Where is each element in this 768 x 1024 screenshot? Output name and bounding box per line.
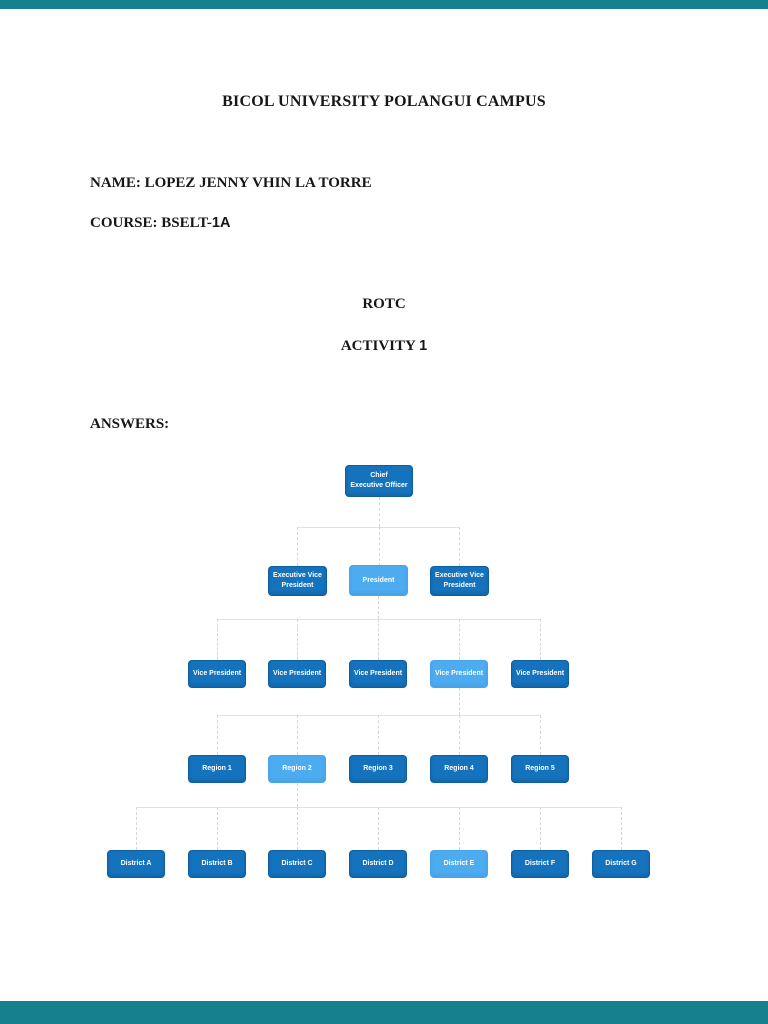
org-node-region-4: Region 4 [430, 755, 488, 783]
activity-title: ACTIVITY 1 [0, 338, 768, 355]
org-node-district-c: District C [268, 850, 326, 878]
org-node-chief-executive-officer: Chief Executive Officer [345, 465, 413, 497]
connector-level4-stub-3 [378, 715, 379, 755]
connector-level5-stub-7 [621, 807, 622, 850]
answers-label: ANSWERS: [90, 416, 170, 432]
connector-level2-bar [297, 527, 460, 528]
connector-level3-stub-3 [378, 619, 379, 660]
org-node-vice-president-5: Vice President [511, 660, 569, 688]
viewer-background-band-bottom [0, 1001, 768, 1024]
connector-ceo-down [379, 497, 380, 527]
connector-level5-stub-2 [217, 807, 218, 850]
viewer-background-band-top [0, 0, 768, 9]
connector-level4-stub-5 [540, 715, 541, 755]
connector-region2-down [297, 783, 298, 807]
org-node-region-1: Region 1 [188, 755, 246, 783]
course-line: COURSE: BSELT-1A [90, 215, 230, 232]
org-node-executive-vice-president-left: Executive Vice President [268, 566, 327, 596]
connector-level2-stub-2 [379, 527, 380, 566]
org-node-district-a: District A [107, 850, 165, 878]
org-node-region-5: Region 5 [511, 755, 569, 783]
connector-level2-stub-1 [297, 527, 298, 566]
org-node-district-b: District B [188, 850, 246, 878]
subject-title: ROTC [362, 296, 406, 312]
connector-level3-stub-2 [297, 619, 298, 660]
connector-level5-stub-5 [459, 807, 460, 850]
org-node-vice-president-2: Vice President [268, 660, 326, 688]
connector-level3-stub-5 [540, 619, 541, 660]
org-node-district-g: District G [592, 850, 650, 878]
connector-level4-stub-2 [297, 715, 298, 755]
org-node-district-f: District F [511, 850, 569, 878]
org-node-president: President [349, 565, 408, 596]
org-node-region-3: Region 3 [349, 755, 407, 783]
connector-level5-stub-3 [297, 807, 298, 850]
student-name-line: NAME: LOPEZ JENNY VHIN LA TORRE [90, 175, 372, 191]
connector-level5-stub-1 [136, 807, 137, 850]
org-node-vice-president-3: Vice President [349, 660, 407, 688]
connector-level2-stub-3 [459, 527, 460, 566]
org-node-region-2: Region 2 [268, 755, 326, 783]
connector-level5-stub-4 [378, 807, 379, 850]
course-prefix: COURSE: BSELT- [90, 215, 212, 231]
org-node-vice-president-4: Vice President [430, 660, 488, 688]
org-node-district-e: District E [430, 850, 488, 878]
org-node-executive-vice-president-right: Executive Vice President [430, 566, 489, 596]
connector-level5-stub-6 [540, 807, 541, 850]
activity-number: 1 [419, 338, 428, 354]
activity-prefix: ACTIVITY [340, 338, 420, 354]
page-title: BICOL UNIVERSITY POLANGUI CAMPUS [222, 93, 546, 110]
connector-level4-stub-4 [459, 715, 460, 755]
connector-level4-stub-1 [217, 715, 218, 755]
connector-level3-stub-1 [217, 619, 218, 660]
connector-president-down [378, 596, 379, 619]
org-node-vice-president-1: Vice President [188, 660, 246, 688]
org-node-district-d: District D [349, 850, 407, 878]
connector-level3-stub-4 [459, 619, 460, 660]
connector-vp4-down [459, 688, 460, 715]
course-code: 1A [211, 215, 231, 231]
